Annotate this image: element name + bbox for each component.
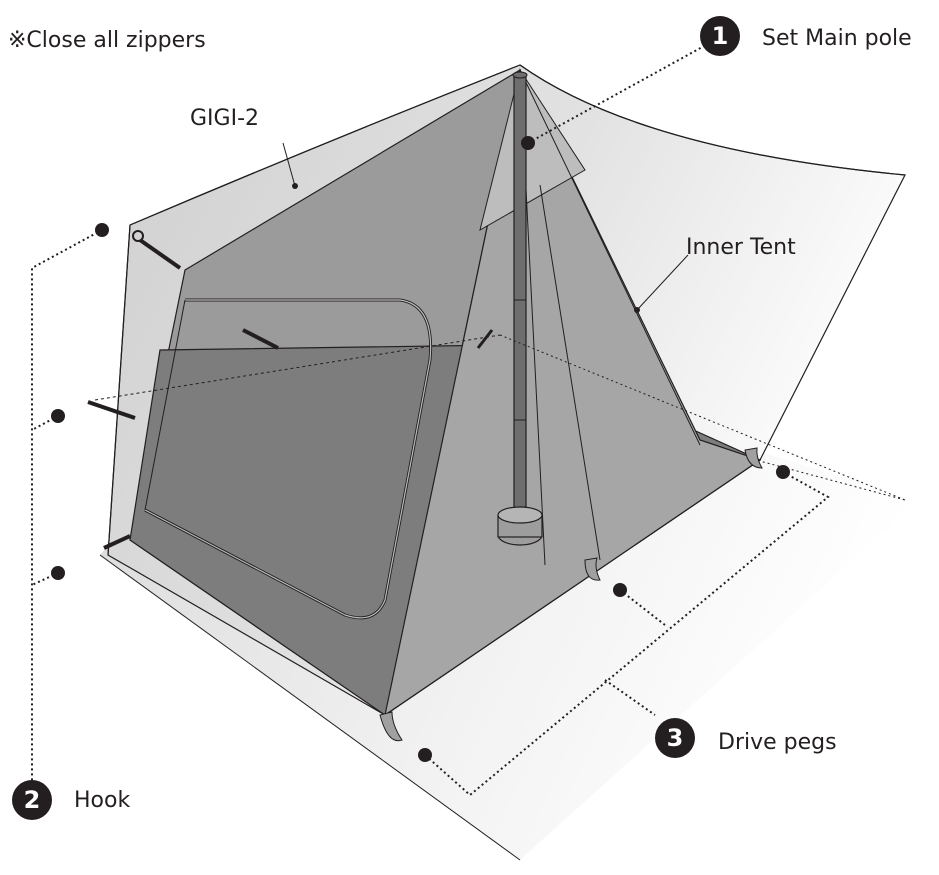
pointer-gigi2: [282, 142, 296, 187]
buckle-hardware: [87, 400, 136, 420]
peg-loop: [379, 711, 403, 742]
close-zippers-note: ※Close all zippers: [8, 28, 206, 53]
fly-front-edge: [107, 224, 131, 556]
callout-dot: [95, 223, 109, 237]
peg-loop: [744, 447, 763, 469]
callout-dot: [418, 748, 432, 762]
callout-dot: [776, 465, 790, 479]
pole-base-top: [497, 506, 543, 524]
product-label: GIGI-2: [190, 106, 260, 131]
pole-top-cap: [512, 71, 528, 79]
step-3-badge: 3: [655, 718, 695, 758]
ground-edge-line: [99, 554, 521, 861]
leader-main-pole: [527, 39, 716, 144]
buckle-hardware: [242, 328, 279, 350]
fly-right-edge: [519, 64, 906, 176]
step-2-badge: 2: [12, 780, 52, 820]
inner-seam: [539, 184, 601, 561]
leader-pegs: [424, 471, 830, 797]
inner-back-wall: [479, 68, 586, 232]
callout-dot: [521, 136, 535, 150]
guy-line: [94, 334, 501, 401]
callout-dot: [51, 409, 65, 423]
buckle-hardware: [103, 534, 131, 550]
inner-tent-label: Inner Tent: [686, 235, 796, 260]
callout-dot: [613, 583, 627, 597]
pointer-inner-tent: [636, 254, 689, 311]
inner-seam: [519, 69, 701, 446]
peg-loop: [584, 557, 601, 581]
step-1-label: Set Main pole: [762, 26, 912, 51]
pointer-dot: [634, 307, 640, 313]
inner-right-wall: [384, 68, 762, 717]
callout-dot: [51, 566, 65, 580]
step-1-badge: 1: [700, 16, 740, 56]
leader-pegs: [604, 679, 656, 716]
step-3-label: Drive pegs: [718, 730, 837, 755]
door-zipper-inner: [144, 299, 432, 619]
fly-top-edge: [129, 64, 521, 226]
leader-hooks: [31, 229, 103, 805]
pointer-dot: [292, 183, 298, 189]
door-edge: [144, 299, 186, 511]
step-2-label: Hook: [74, 788, 131, 813]
buckle-hardware: [476, 329, 494, 349]
hook-ring: [132, 230, 144, 242]
hook-hardware: [138, 238, 182, 270]
